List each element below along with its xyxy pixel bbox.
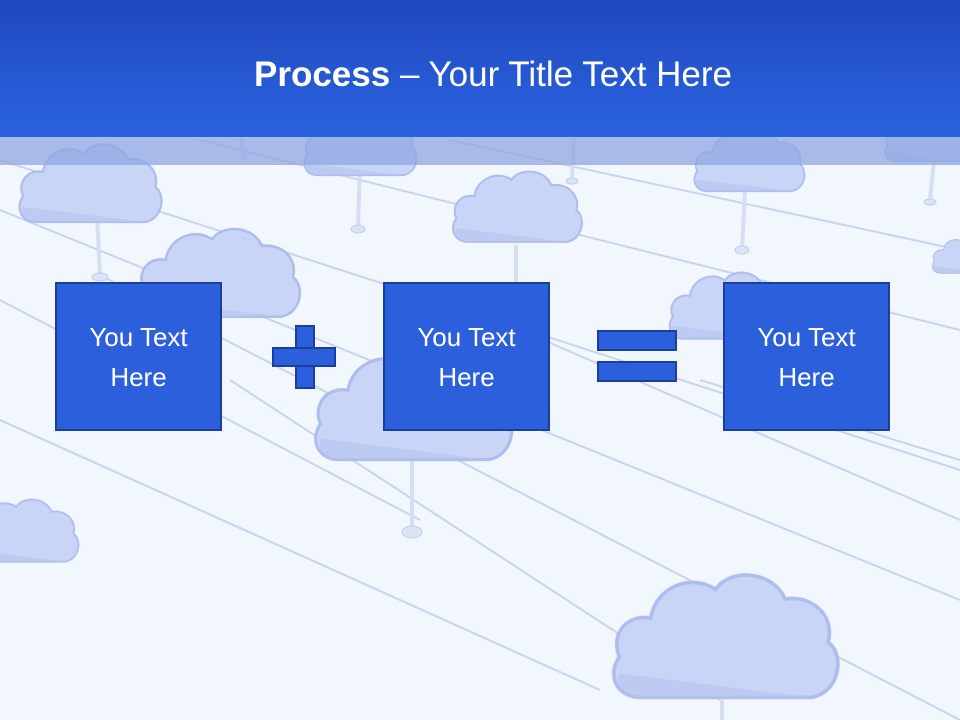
text-box-3[interactable]: You Text Here [723, 282, 890, 431]
slide-title[interactable]: Process – Your Title Text Here [0, 52, 960, 98]
text-box-1[interactable]: You Text Here [55, 282, 222, 431]
text-box-1-line2: Here [110, 361, 167, 392]
text-box-2-line2: Here [438, 361, 495, 392]
title-dash: – [390, 55, 429, 94]
title-rest: Your Title Text Here [428, 55, 733, 94]
text-box-3-line2: Here [778, 361, 835, 392]
title-band [0, 137, 960, 165]
text-box-1-line1: You Text [89, 321, 188, 352]
text-box-2[interactable]: You Text Here [383, 282, 550, 431]
plus-icon [272, 325, 336, 389]
cloud-nodes [91, 177, 937, 539]
title-bar [0, 0, 960, 137]
title-bold-part: Process [254, 55, 391, 94]
equals-icon [597, 330, 677, 384]
text-box-2-line1: You Text [417, 321, 516, 352]
text-box-3-line1: You Text [757, 321, 856, 352]
